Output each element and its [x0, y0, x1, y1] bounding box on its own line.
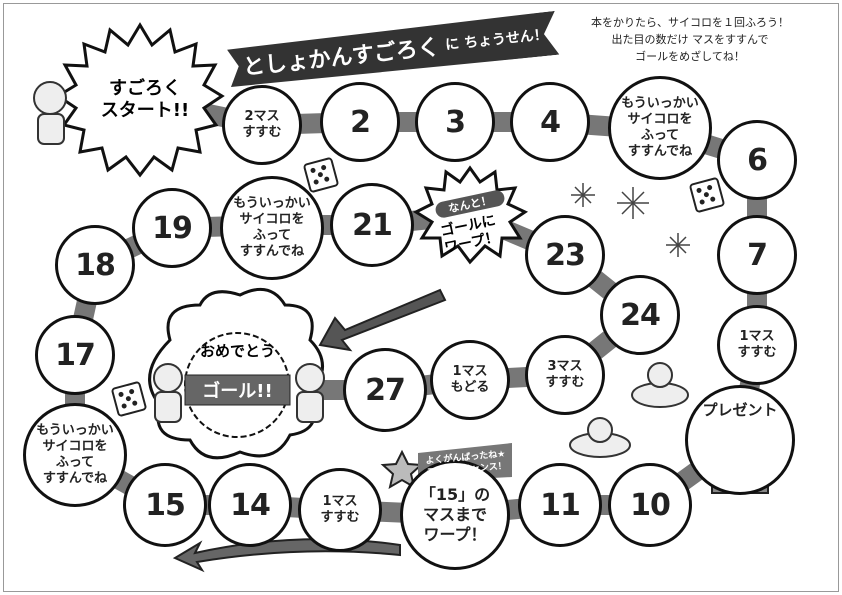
square-label: 4: [540, 104, 561, 140]
board-square: 27: [343, 348, 427, 432]
title-sub: に ちょうせん！: [444, 26, 549, 54]
square-label: 1マス すすむ: [320, 494, 360, 525]
board-square: 6: [717, 120, 797, 200]
square-label: 3: [445, 104, 466, 140]
square-label: 23: [545, 237, 586, 273]
square-label: プレゼント: [702, 401, 778, 419]
square-label: 21: [352, 207, 393, 243]
square-label: 10: [630, 487, 671, 523]
page-frame: [3, 3, 839, 592]
board-square: 11: [518, 463, 602, 547]
square-label: 7: [747, 237, 768, 273]
board-square: 14: [208, 463, 292, 547]
square-label: 19: [152, 210, 193, 246]
character-illustrations: [33, 81, 689, 458]
board-square: もういっかい サイコロを ふって すすんでね: [608, 76, 712, 180]
board-square: 3マス すすむ: [525, 335, 605, 415]
goal-congrats: おめでとう: [199, 341, 275, 360]
board-square: 4: [510, 82, 590, 162]
square-label: 17: [55, 337, 96, 373]
board-square: 2: [320, 82, 400, 162]
square-label: 27: [365, 372, 406, 408]
board-square: 23: [525, 215, 605, 295]
board-square: 17: [35, 315, 115, 395]
board-square: もういっかい サイコロを ふって すすんでね: [23, 403, 127, 507]
board-square: 19: [132, 188, 212, 268]
instruction-line: 出た目の数だけ マスをすすんで: [611, 33, 769, 46]
board-square: 18: [55, 225, 135, 305]
firework-icons: [571, 183, 690, 257]
square-label: もういっかい サイコロを ふって すすんでね: [233, 196, 311, 259]
board-square: 15: [123, 463, 207, 547]
start-starburst: [55, 22, 225, 178]
square-label: 14: [230, 487, 271, 523]
board-square: もういっかい サイコロを ふって すすんでね: [220, 176, 324, 280]
square-label: 1マス もどる: [450, 364, 490, 395]
board-square: プレゼント: [685, 385, 795, 495]
board-square: 10: [608, 463, 692, 547]
instructions: 本をかりたら、サイコロを１回ふろう！ 出た目の数だけ マスをすすんで ゴールをめ…: [575, 14, 805, 65]
goal-ribbon-shape: [184, 374, 291, 406]
board-square: 1マス すすむ: [717, 305, 797, 385]
square-label: 2: [350, 104, 371, 140]
square-label: 11: [540, 487, 581, 523]
board-square: 24: [600, 275, 680, 355]
board-square: 21: [330, 183, 414, 267]
board-square: 7: [717, 215, 797, 295]
square-label: 3マス すすむ: [545, 359, 585, 390]
square-label: もういっかい サイコロを ふって すすんでね: [36, 423, 114, 486]
instruction-line: 本をかりたら、サイコロを１回ふろう！: [591, 16, 789, 29]
square-label: もういっかい サイコロを ふって すすんでね: [621, 96, 699, 159]
square-label: 1マス すすむ: [737, 329, 777, 360]
goal-ribbon: ゴール!!: [202, 381, 273, 402]
board-square: 2マス すすむ: [222, 85, 302, 165]
board-square: 1マス もどる: [430, 340, 510, 420]
board-square: 3: [415, 82, 495, 162]
square-label: 6: [747, 142, 768, 178]
square-label: 「15」の マスまで ワープ！: [419, 485, 491, 544]
square-label: 2マス すすむ: [242, 109, 282, 140]
instruction-line: ゴールをめざしてね！: [635, 50, 745, 63]
star-icon: [380, 449, 424, 490]
board-square: 1マス すすむ: [298, 468, 382, 552]
start-label: すごろく スタート!!: [100, 78, 190, 121]
square-label: 18: [75, 247, 116, 283]
warp-arrow-goal: [318, 288, 447, 352]
warp-arrow-15: [172, 538, 401, 573]
square-label: 15: [145, 487, 186, 523]
board-square: 「15」の マスまで ワープ！: [400, 460, 510, 570]
square-label: 24: [620, 297, 661, 333]
